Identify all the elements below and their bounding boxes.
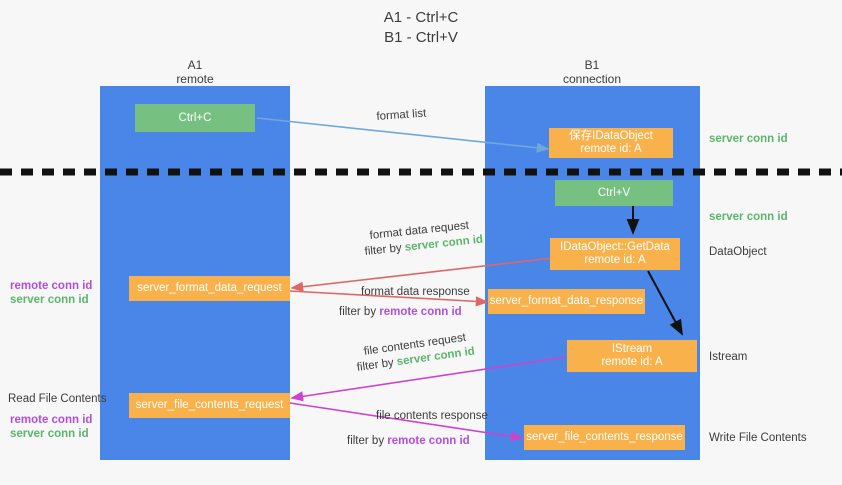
box-ctrl-c[interactable]: Ctrl+C	[135, 104, 255, 132]
lane-a1-sub: remote	[176, 72, 214, 86]
box-server-file-contents-request[interactable]: server_file_contents_request	[129, 393, 290, 418]
box-server-format-data-response-label: server_format_data_response	[489, 295, 644, 307]
box-istream-line2: remote id: A	[601, 356, 663, 368]
edge-label-format-data-response-filter: filter by remote conn id	[339, 305, 462, 320]
left-label-remote-conn-id-1: remote conn id	[10, 280, 93, 292]
right-label-dataobject: DataObject	[709, 246, 767, 258]
lane-header-b1: B1 connection	[512, 58, 672, 86]
filter-by-prefix-4: filter by	[347, 435, 388, 447]
right-label-server-conn-id-1: server conn id	[709, 133, 788, 145]
left-label-read-file-contents: Read File Contents	[8, 393, 107, 405]
remote-conn-id-kw-2: remote conn id	[387, 435, 470, 447]
diagram-title: A1 - Ctrl+C B1 - Ctrl+V	[271, 8, 571, 48]
box-ctrl-v-label: Ctrl+V	[597, 186, 631, 199]
box-server-file-contents-request-label: server_file_contents_request	[135, 399, 284, 411]
lane-b1-name: B1	[584, 58, 600, 72]
left-label-server-conn-id-1: server conn id	[10, 294, 89, 306]
box-ctrl-c-label: Ctrl+C	[178, 111, 212, 124]
box-ctrl-v[interactable]: Ctrl+V	[555, 180, 673, 206]
box-server-file-contents-response-label: server_file_contents_response	[526, 431, 683, 443]
edge-label-file-contents-response-filter: filter by remote conn id	[347, 434, 470, 449]
edge-label-file-contents-response: file contents response	[376, 409, 488, 424]
left-label-server-conn-id-2: server conn id	[10, 428, 89, 440]
box-save-dataobject-line2: remote id: A	[580, 143, 642, 155]
title-line-2: B1 - Ctrl+V	[384, 29, 458, 46]
edge-label-format-list-text: format list	[376, 107, 427, 123]
title-line-1: A1 - Ctrl+C	[383, 9, 459, 26]
left-label-remote-conn-id-2: remote conn id	[10, 414, 93, 426]
box-server-format-data-request-label: server_format_data_request	[137, 282, 282, 294]
filter-by-prefix-2: filter by	[339, 306, 380, 318]
box-server-file-contents-response[interactable]: server_file_contents_response	[524, 425, 685, 450]
box-getdata-line1: IDataObject::GetData	[560, 241, 670, 253]
lane-a1-name: A1	[187, 58, 203, 72]
box-server-format-data-response[interactable]: server_format_data_response	[488, 289, 645, 314]
filter-by-prefix-3: filter by	[356, 356, 398, 374]
lane-header-a1: A1 remote	[115, 58, 275, 86]
box-save-dataobject-line1: 保存IDataObject	[569, 130, 653, 142]
right-label-istream: Istream	[709, 351, 748, 363]
box-istream-line1: IStream	[611, 343, 653, 355]
edge-label-format-data-response-text: format data response	[361, 286, 470, 298]
box-save-dataobject[interactable]: 保存IDataObject remote id: A	[549, 128, 673, 158]
filter-by-prefix-1: filter by	[364, 241, 406, 258]
box-server-format-data-request[interactable]: server_format_data_request	[129, 276, 290, 301]
edge-label-format-list: format list	[376, 107, 427, 125]
box-istream[interactable]: IStream remote id: A	[567, 340, 697, 372]
box-getdata-line2: remote id: A	[584, 254, 646, 266]
right-label-write-file-contents: Write File Contents	[709, 432, 807, 444]
edge-label-format-data-response: format data response	[361, 285, 470, 300]
lane-b1-sub: connection	[562, 72, 622, 86]
remote-conn-id-kw-1: remote conn id	[379, 306, 462, 318]
box-idataobject-getdata[interactable]: IDataObject::GetData remote id: A	[550, 238, 680, 270]
edge-label-file-contents-response-text: file contents response	[376, 410, 488, 422]
right-label-server-conn-id-2: server conn id	[709, 211, 788, 223]
